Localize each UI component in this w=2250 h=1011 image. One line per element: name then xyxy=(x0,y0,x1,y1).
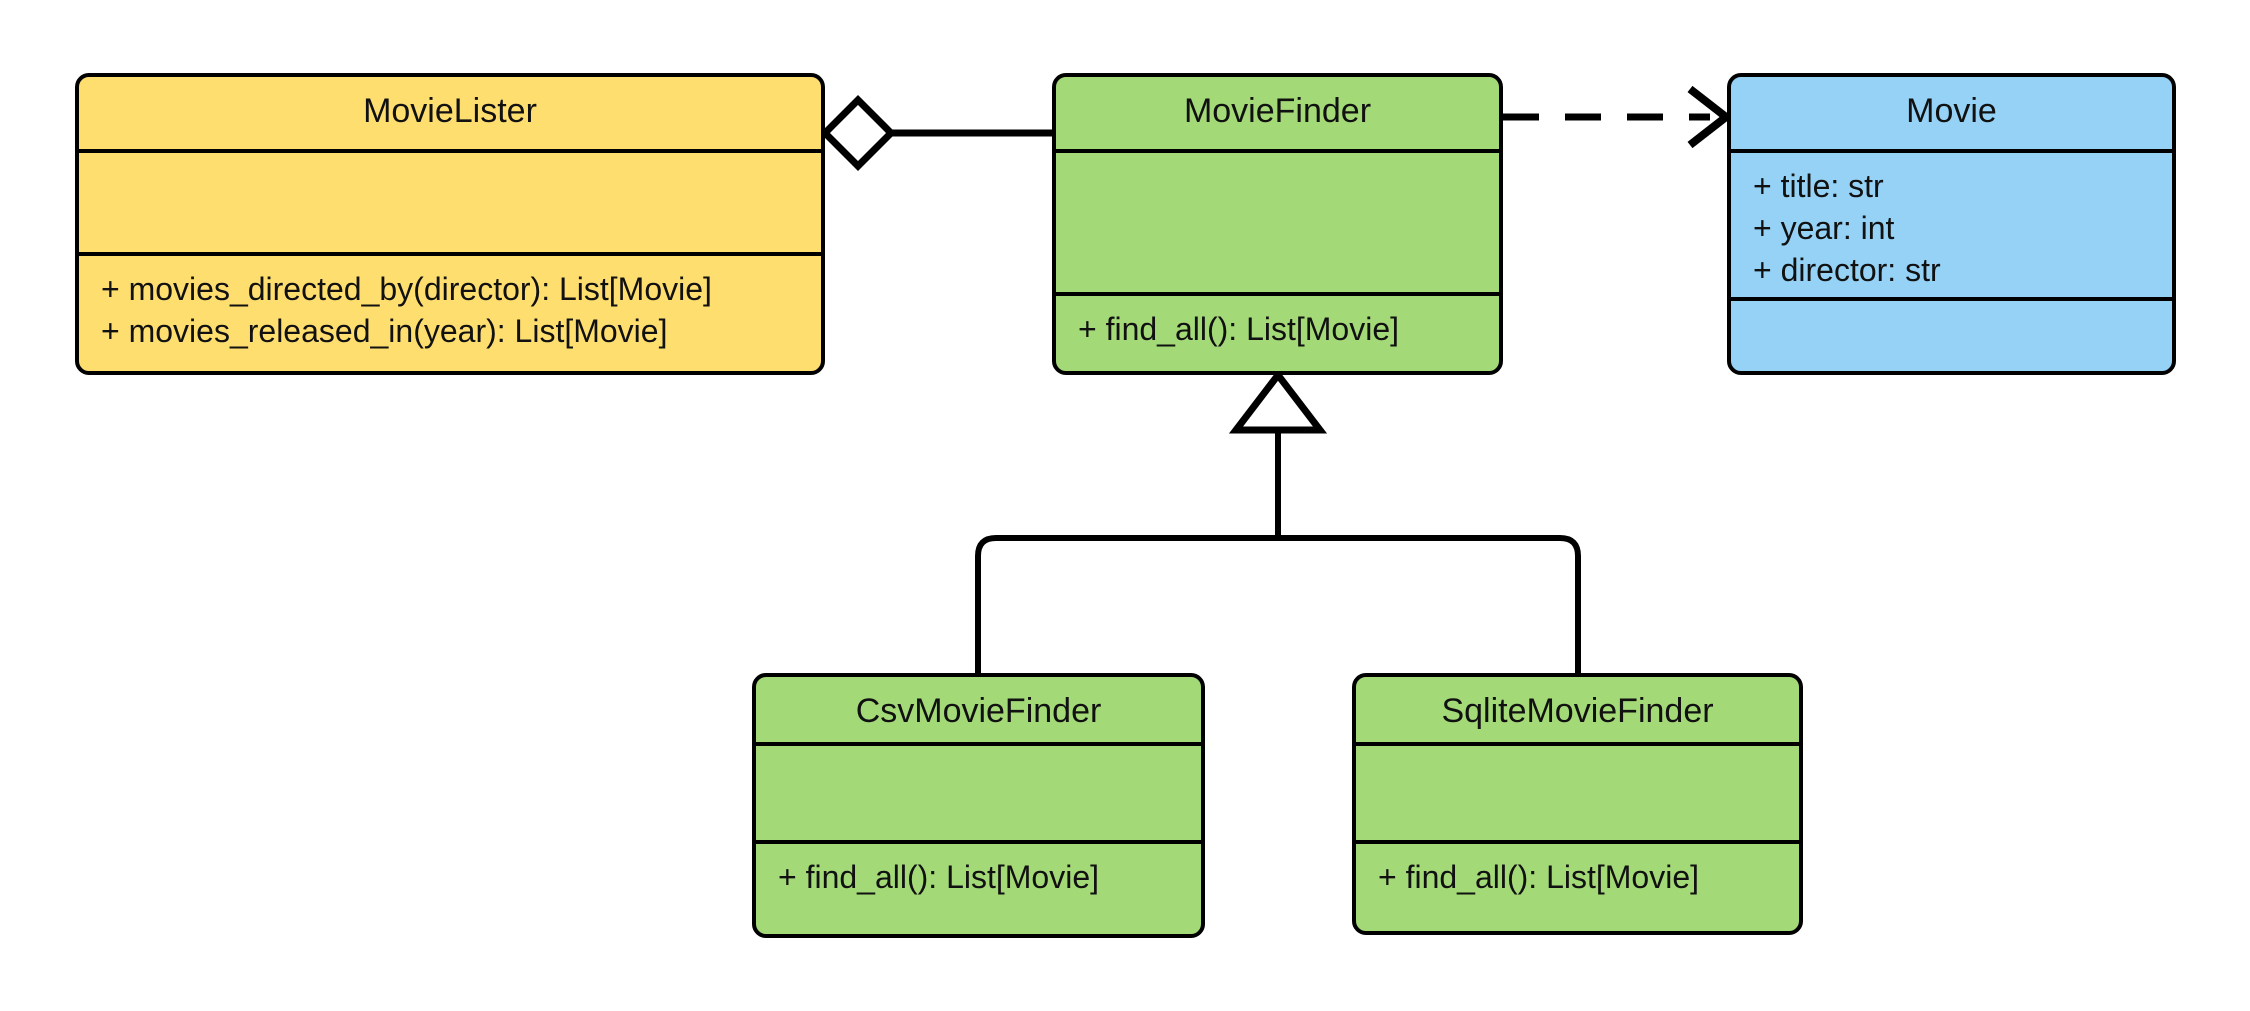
attribute-row: + year: int xyxy=(1753,210,1895,247)
class-box-movie[interactable]: Movie + title: str + year: int + director: … xyxy=(1727,73,2176,375)
attributes-compartment-sqlite-movie-finder xyxy=(1356,742,1799,840)
class-name-sqlite-movie-finder: SqliteMovieFinder xyxy=(1441,692,1714,730)
method-row: + find_all(): List[Movie] xyxy=(778,859,1100,895)
class-box-movie-lister[interactable]: MovieLister + movies_directed_by(director… xyxy=(75,73,825,375)
methods-compartment-sqlite-movie-finder: + find_all(): List[Movie] xyxy=(1356,840,1799,931)
attributes-compartment-movie-finder xyxy=(1056,149,1499,292)
method-row: + find_all(): List[Movie] xyxy=(1378,859,1700,895)
attribute-row: + title: str xyxy=(1753,168,1884,204)
hollow-triangle-marker xyxy=(1228,369,1328,434)
hollow-diamond-marker xyxy=(820,95,896,171)
class-name-movie-finder: MovieFinder xyxy=(1183,92,1372,130)
attributes-compartment-csv-movie-finder xyxy=(756,742,1201,840)
method-row: + movies_released_in(year): List[Movie] xyxy=(101,313,668,350)
attribute-row: + director: str xyxy=(1753,252,1941,289)
methods-compartment-csv-movie-finder: + find_all(): List[Movie] xyxy=(756,840,1201,934)
attributes-compartment-movie-lister xyxy=(79,149,821,252)
methods-compartment-movie-lister: + movies_directed_by(director): List[Mov… xyxy=(79,252,821,371)
class-box-sqlite-movie-finder[interactable]: SqliteMovieFinder + find_all(): List[Movi… xyxy=(1352,673,1803,935)
attributes-compartment-movie: + title: str + year: int + director: str xyxy=(1731,149,2172,297)
aggregation-lister-finder xyxy=(820,95,1052,171)
method-row: + movies_directed_by(director): List[Mov… xyxy=(101,271,712,307)
method-row: + find_all(): List[Movie] xyxy=(1078,311,1400,347)
methods-compartment-movie xyxy=(1731,297,2172,371)
class-name-movie: Movie xyxy=(1906,92,1997,130)
methods-compartment-movie-finder: + find_all(): List[Movie] xyxy=(1056,292,1499,371)
generalization-tree xyxy=(975,369,1581,673)
class-box-movie-finder[interactable]: MovieFinder + find_all(): List[Movie] xyxy=(1052,73,1503,375)
class-name-csv-movie-finder: CsvMovieFinder xyxy=(855,692,1102,730)
generalization-bus xyxy=(975,535,1581,673)
open-arrow-marker xyxy=(1687,85,1733,149)
class-box-csv-movie-finder[interactable]: CsvMovieFinder + find_all(): List[Movie] xyxy=(752,673,1205,938)
dependency-finder-movie xyxy=(1503,85,1733,149)
class-name-movie-lister: MovieLister xyxy=(363,92,537,130)
